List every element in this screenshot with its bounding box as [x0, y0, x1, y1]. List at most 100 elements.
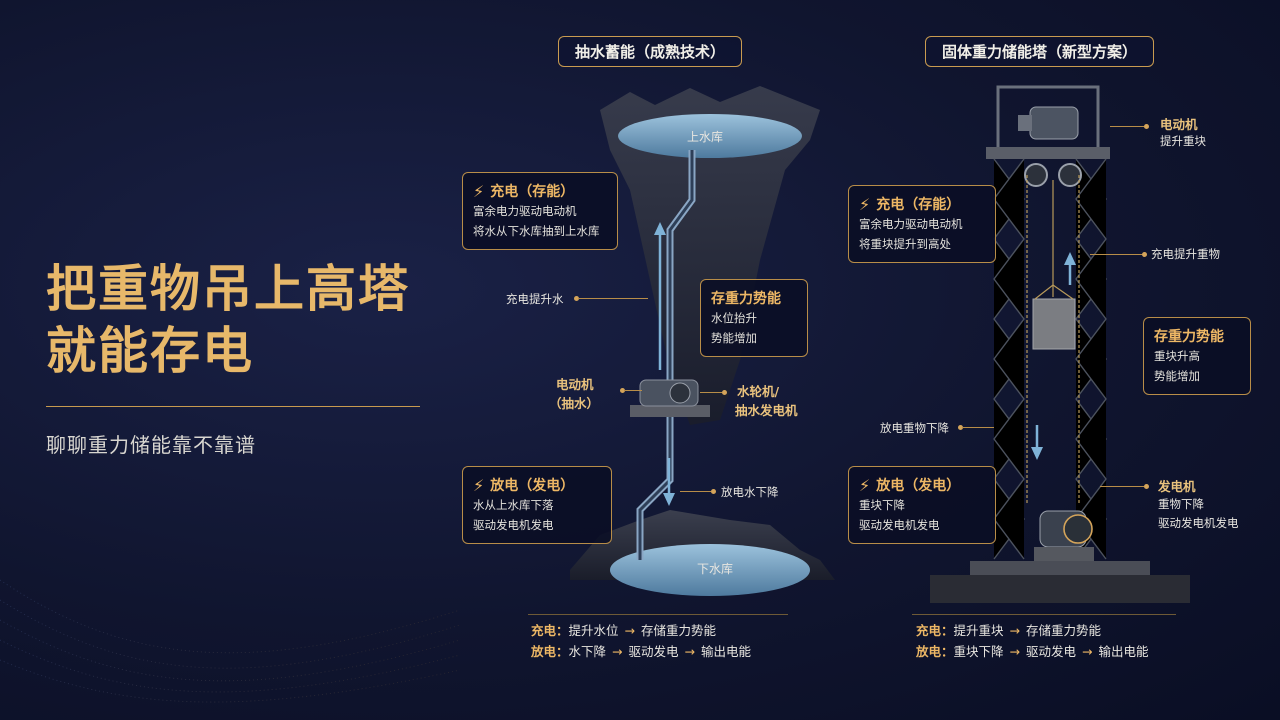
- upper-mountains: [600, 86, 820, 425]
- pointer-dot: [574, 296, 579, 301]
- tower-motor-label: 电动机: [1160, 117, 1198, 132]
- summary-step: 水下降: [568, 644, 607, 659]
- lightning-icon: ⚡: [473, 181, 485, 201]
- arrow-right-icon: →: [1082, 644, 1093, 659]
- tower-potential-line1: 重块升高: [1154, 349, 1200, 363]
- pointer-line: [962, 427, 994, 428]
- tower-charge-line2: 将重块提升到高处: [859, 237, 951, 251]
- pointer-dot: [958, 425, 963, 430]
- arrow-up-icon: [1064, 252, 1076, 285]
- upper-reservoir-water: [618, 114, 802, 158]
- pointer-line: [1090, 254, 1142, 255]
- pointer-dot: [620, 388, 625, 393]
- pumped-turbine-label: 水轮机/: [737, 384, 780, 399]
- concrete-weight: [1032, 298, 1076, 350]
- pumped-potential-heading: 存重力势能: [711, 291, 781, 307]
- tower-motor-sub: 提升重块: [1160, 134, 1206, 148]
- pulley-left: [1024, 163, 1048, 187]
- pumped-potential-card: 存重力势能 水位抬升 势能增加: [700, 279, 808, 357]
- lower-reservoir-label: 下水库: [697, 562, 734, 576]
- arrow-right-icon: →: [684, 644, 696, 659]
- tower-bracing: [993, 158, 1107, 560]
- pumped-charge-lift-label: 充电提升水: [506, 292, 564, 306]
- arrow-right-icon: →: [612, 644, 623, 659]
- tower-discharge-heading: 放电（发电）: [876, 478, 961, 494]
- lightning-icon: ⚡: [859, 475, 871, 495]
- pumped-discharge-line1: 水从上水库下落: [473, 498, 554, 512]
- tower-generator-label: 发电机: [1158, 479, 1196, 494]
- pumped-charge-card: ⚡ 充电（存能） 富余电力驱动电动机 将水从下水库抽到上水库: [462, 172, 618, 250]
- arrow-right-icon: →: [1009, 623, 1021, 638]
- tower-summary-discharge: 放电：重块下降→驱动发电→输出电能: [916, 641, 1149, 662]
- summary-step: 重块下降: [953, 644, 1004, 659]
- summary-key: 放电：: [916, 644, 954, 659]
- pumped-charge-line2: 将水从下水库抽到上水库: [473, 224, 600, 238]
- tower-potential-heading: 存重力势能: [1154, 329, 1224, 345]
- pointer-line: [680, 491, 711, 492]
- summary-key: 充电：: [531, 623, 569, 638]
- pumped-motor-label: 电动机: [556, 377, 594, 392]
- arrow-right-icon: →: [624, 623, 636, 638]
- pump-house-base: [630, 405, 710, 417]
- summary-step: 驱动发电: [628, 644, 679, 659]
- top-motor: [1029, 106, 1079, 140]
- tower-potential-card: 存重力势能 重块升高 势能增加: [1143, 317, 1251, 395]
- summary-key: 放电：: [531, 644, 569, 659]
- summary-step: 提升水位: [568, 623, 619, 638]
- pumped-discharge-water-label: 放电水下降: [721, 485, 779, 499]
- lightning-icon: ⚡: [859, 194, 871, 214]
- summary-key: 充电：: [916, 623, 954, 638]
- pointer-dot: [1142, 252, 1147, 257]
- pointer-line: [700, 392, 722, 393]
- tower-charge-line1: 富余电力驱动电动机: [859, 217, 963, 231]
- pointer-dot: [711, 489, 716, 494]
- hero-title-line2: 就能存电: [46, 322, 254, 380]
- pumped-discharge-heading: 放电（发电）: [490, 478, 575, 494]
- arrow-right-icon: →: [1009, 644, 1021, 659]
- tower-generator-sub1: 重物下降: [1158, 497, 1204, 511]
- arrow-down-icon: [1031, 425, 1043, 460]
- tower-charge-lift-label: 充电提升重物: [1151, 247, 1220, 261]
- lightning-icon: ⚡: [473, 475, 485, 495]
- hero-subtitle: 聊聊重力储能靠不靠谱: [46, 433, 256, 457]
- arrow-down-icon: [663, 458, 675, 506]
- pumped-charge-line1: 富余电力驱动电动机: [473, 204, 577, 218]
- pumped-summary: 充电：提升水位 → 存储重力势能 放电：水下降 → 驱动发电 → 输出电能: [531, 620, 751, 662]
- pointer-dot: [1144, 484, 1149, 489]
- tower-ground: [930, 575, 1190, 603]
- hero: 把重物吊上高塔 就能存电 聊聊重力储能靠不靠谱: [46, 258, 420, 458]
- pumped-summary-discharge: 放电：水下降 → 驱动发电 → 输出电能: [531, 641, 751, 662]
- pumped-discharge-line2: 驱动发电机发电: [473, 518, 554, 532]
- dotted-wave-decoration: [0, 579, 460, 703]
- tower-summary-divider: [912, 614, 1176, 615]
- summary-step: 提升重块: [953, 623, 1004, 638]
- arrow-up-icon: [654, 222, 666, 370]
- summary-step: 输出电能: [701, 644, 752, 659]
- pumped-discharge-card: ⚡ 放电（发电） 水从上水库下落 驱动发电机发电: [462, 466, 612, 544]
- pumped-summary-divider: [528, 614, 788, 615]
- pointer-line: [1110, 126, 1144, 127]
- tower-discharge-card: ⚡ 放电（发电） 重块下降 驱动发电机发电: [848, 466, 996, 544]
- pointer-dot: [1144, 124, 1149, 129]
- pumped-hydro-illustration: [570, 86, 835, 596]
- tower-discharge-line2: 驱动发电机发电: [859, 518, 940, 532]
- upper-reservoir-label: 上水库: [687, 130, 724, 144]
- pointer-line: [624, 390, 642, 391]
- tower-generator-sub2: 驱动发电机发电: [1158, 516, 1239, 530]
- pumped-summary-charge: 充电：提升水位 → 存储重力势能: [531, 620, 751, 641]
- tower-discharge-line1: 重块下降: [859, 498, 905, 512]
- summary-step: 存储重力势能: [641, 623, 717, 638]
- pointer-line: [578, 298, 648, 299]
- lower-reservoir-water: [610, 544, 810, 596]
- pumped-potential-line2: 势能增加: [711, 331, 757, 345]
- tower-charge-heading: 充电（存能）: [876, 197, 961, 213]
- tower-summary-charge: 充电：提升重块→存储重力势能: [916, 620, 1149, 641]
- tower-potential-line2: 势能增加: [1154, 369, 1200, 383]
- hero-title-line1: 把重物吊上高塔: [46, 260, 410, 318]
- pumped-potential-line1: 水位抬升: [711, 311, 757, 325]
- tower-discharge-drop-label: 放电重物下降: [880, 421, 949, 435]
- pumped-hydro-title: 抽水蓄能（成熟技术）: [558, 36, 743, 67]
- pulley-right: [1058, 163, 1082, 187]
- pumped-charge-heading: 充电（存能）: [490, 184, 575, 200]
- hero-divider: [46, 406, 420, 407]
